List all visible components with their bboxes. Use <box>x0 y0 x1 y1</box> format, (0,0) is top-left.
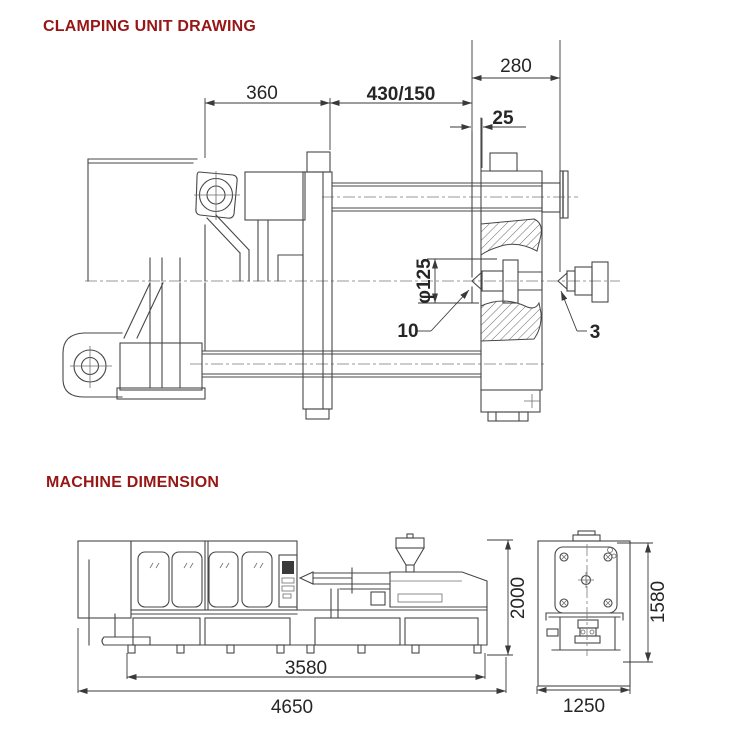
machine-base <box>101 606 488 654</box>
dim-25: 25 <box>492 108 514 129</box>
hopper <box>395 533 425 573</box>
clamping-section-title: CLAMPING UNIT DRAWING <box>43 18 257 35</box>
dim-360: 360 <box>246 83 278 104</box>
callout-10: 10 <box>397 321 418 342</box>
dim-4650: 4650 <box>271 697 313 718</box>
dim-280: 280 <box>500 56 532 77</box>
machine-dimension-drawing: 2000 1580 3580 4650 1250 <box>77 530 669 718</box>
injection-unit <box>298 533 488 619</box>
dim-2000: 2000 <box>508 577 529 619</box>
tie-bar-holes <box>559 552 613 608</box>
dim-1580: 1580 <box>648 581 669 623</box>
spare-nozzle <box>557 261 609 303</box>
moving-platen <box>302 151 333 420</box>
toggle-mechanism <box>62 158 306 400</box>
machine-feet <box>127 644 482 654</box>
dim-430-150: 430/150 <box>367 84 436 105</box>
clamping-unit-drawing: 360 430/150 280 25 φ125 10 3 <box>62 40 620 422</box>
machine-section-title: MACHINE DIMENSION <box>46 474 220 491</box>
cabinet-windows <box>137 551 273 608</box>
centerlines <box>85 196 620 365</box>
machine-side-view <box>77 533 488 654</box>
stationary-platen <box>471 117 543 422</box>
control-panel <box>278 554 298 608</box>
dim-3580: 3580 <box>285 658 327 679</box>
callout-3: 3 <box>590 322 601 343</box>
dim-phi125: φ125 <box>414 258 435 304</box>
clamping-dimensions: 360 430/150 280 25 φ125 10 3 <box>204 40 601 343</box>
machine-end-view <box>537 530 631 687</box>
ejector-mechanism <box>546 616 621 651</box>
nozzle-assembly <box>471 259 543 304</box>
machine-dimensions: 2000 1580 3580 4650 1250 <box>77 539 669 718</box>
dim-1250: 1250 <box>563 696 605 717</box>
